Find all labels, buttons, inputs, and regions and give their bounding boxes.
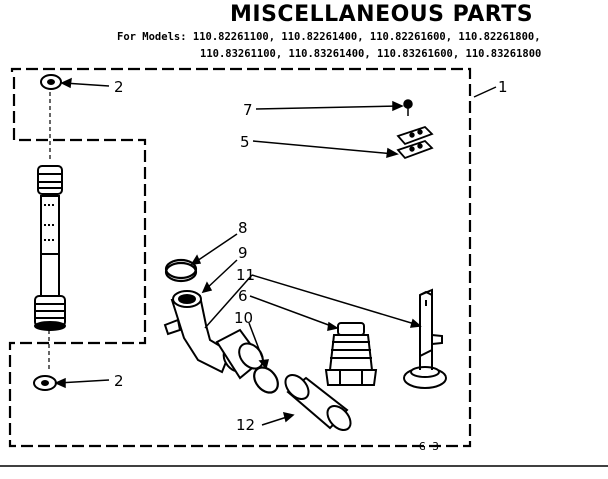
models-line-2: 110.83261100, 110.83261400, 110.83261600… <box>200 48 542 60</box>
leader-12 <box>261 412 295 426</box>
callout-2-top: 2 <box>114 78 124 96</box>
callout-8: 8 <box>238 219 248 237</box>
leader-2-bottom <box>54 377 110 389</box>
leader-7 <box>255 100 404 112</box>
models-prefix: For Models: <box>117 31 187 43</box>
callout-6: 6 <box>238 287 248 305</box>
models-list-1: 110.82261100, 110.82261400, 110.82261600… <box>192 31 541 43</box>
leader-6 <box>249 295 339 331</box>
leader-1 <box>473 86 497 98</box>
leader-8 <box>190 233 238 265</box>
page-title: MISCELLANEOUS PARTS <box>230 2 534 27</box>
leader-11-a <box>251 274 422 328</box>
screw <box>403 99 413 116</box>
leader-9 <box>201 259 238 294</box>
figure-code: G 3 <box>419 440 439 453</box>
o-ring <box>253 366 279 394</box>
support-stand <box>403 288 447 389</box>
clamp <box>164 258 198 283</box>
callout-9: 9 <box>238 244 248 262</box>
elbow-connector <box>163 290 264 380</box>
group-boundary <box>8 67 472 448</box>
leader-11-b <box>204 274 253 329</box>
washer-bottom <box>33 375 57 391</box>
leader-2-top <box>60 77 110 89</box>
leader-10 <box>248 322 269 370</box>
drain-hose <box>34 165 66 331</box>
models-line-1: For Models: 110.82261100, 110.82261400, … <box>117 31 541 43</box>
coupling-tube <box>284 373 352 432</box>
callout-7: 7 <box>243 101 253 119</box>
callout-10: 10 <box>234 309 253 327</box>
washer-top <box>40 74 62 90</box>
callout-2-bottom: 2 <box>114 372 124 390</box>
callout-12: 12 <box>236 416 255 434</box>
inlet-nozzle <box>324 322 378 386</box>
leader-5 <box>252 140 399 159</box>
callout-11: 11 <box>236 266 255 284</box>
callout-5: 5 <box>240 133 250 151</box>
bracket <box>396 125 434 160</box>
callout-1: 1 <box>498 78 508 96</box>
